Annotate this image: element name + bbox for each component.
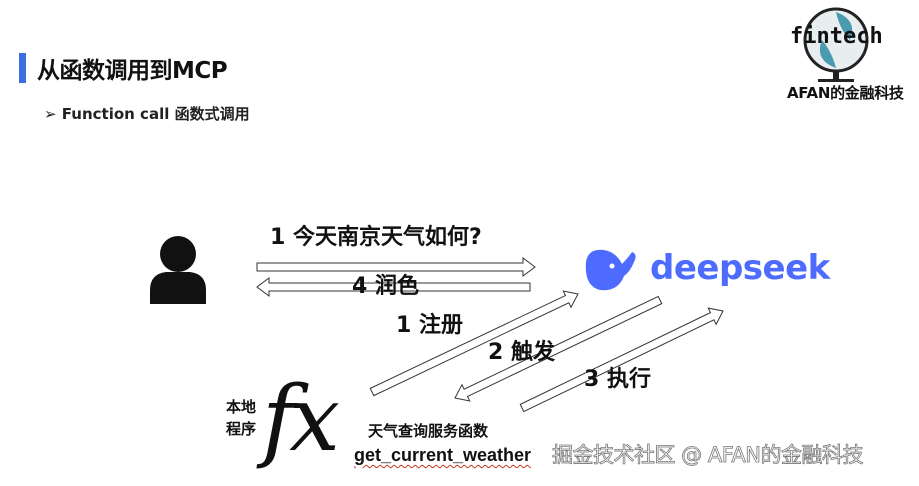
step-register-label: 1 注册 <box>396 313 463 338</box>
slide-title: 从函数调用到MCP <box>37 58 228 84</box>
function-name: get_current_weather <box>354 445 532 465</box>
whale-icon <box>585 249 636 291</box>
person-icon <box>150 236 206 304</box>
arrow-execute <box>519 307 724 413</box>
step-polish-label: 4 润色 <box>352 274 419 299</box>
logo-caption: AFAN的金融科技 <box>787 84 904 102</box>
step-trigger-label: 2 触发 <box>488 340 555 365</box>
step-execute-label: 3 执行 <box>584 367 651 392</box>
fan-logo-icon <box>803 7 869 82</box>
arrow-register <box>369 290 579 397</box>
slide-subtitle: ➢ Function call 函数式调用 <box>44 105 250 123</box>
arrow-trigger <box>454 295 663 402</box>
logo-wordmark: fintech <box>790 24 883 49</box>
title-accent-bar <box>19 53 26 83</box>
arrow-ask <box>256 257 536 277</box>
step-ask-label: 1 今天南京天气如何? <box>270 225 482 250</box>
deepseek-logo-text: deepseek <box>650 248 830 288</box>
watermark: 掘金技术社区 @ AFAN的金融科技 <box>552 443 864 468</box>
local-program-label: 本地程序 <box>226 398 257 438</box>
arrow-polish <box>256 277 531 297</box>
function-description: 天气查询服务函数 <box>368 422 489 440</box>
fx-function-icon: fx <box>262 367 340 472</box>
